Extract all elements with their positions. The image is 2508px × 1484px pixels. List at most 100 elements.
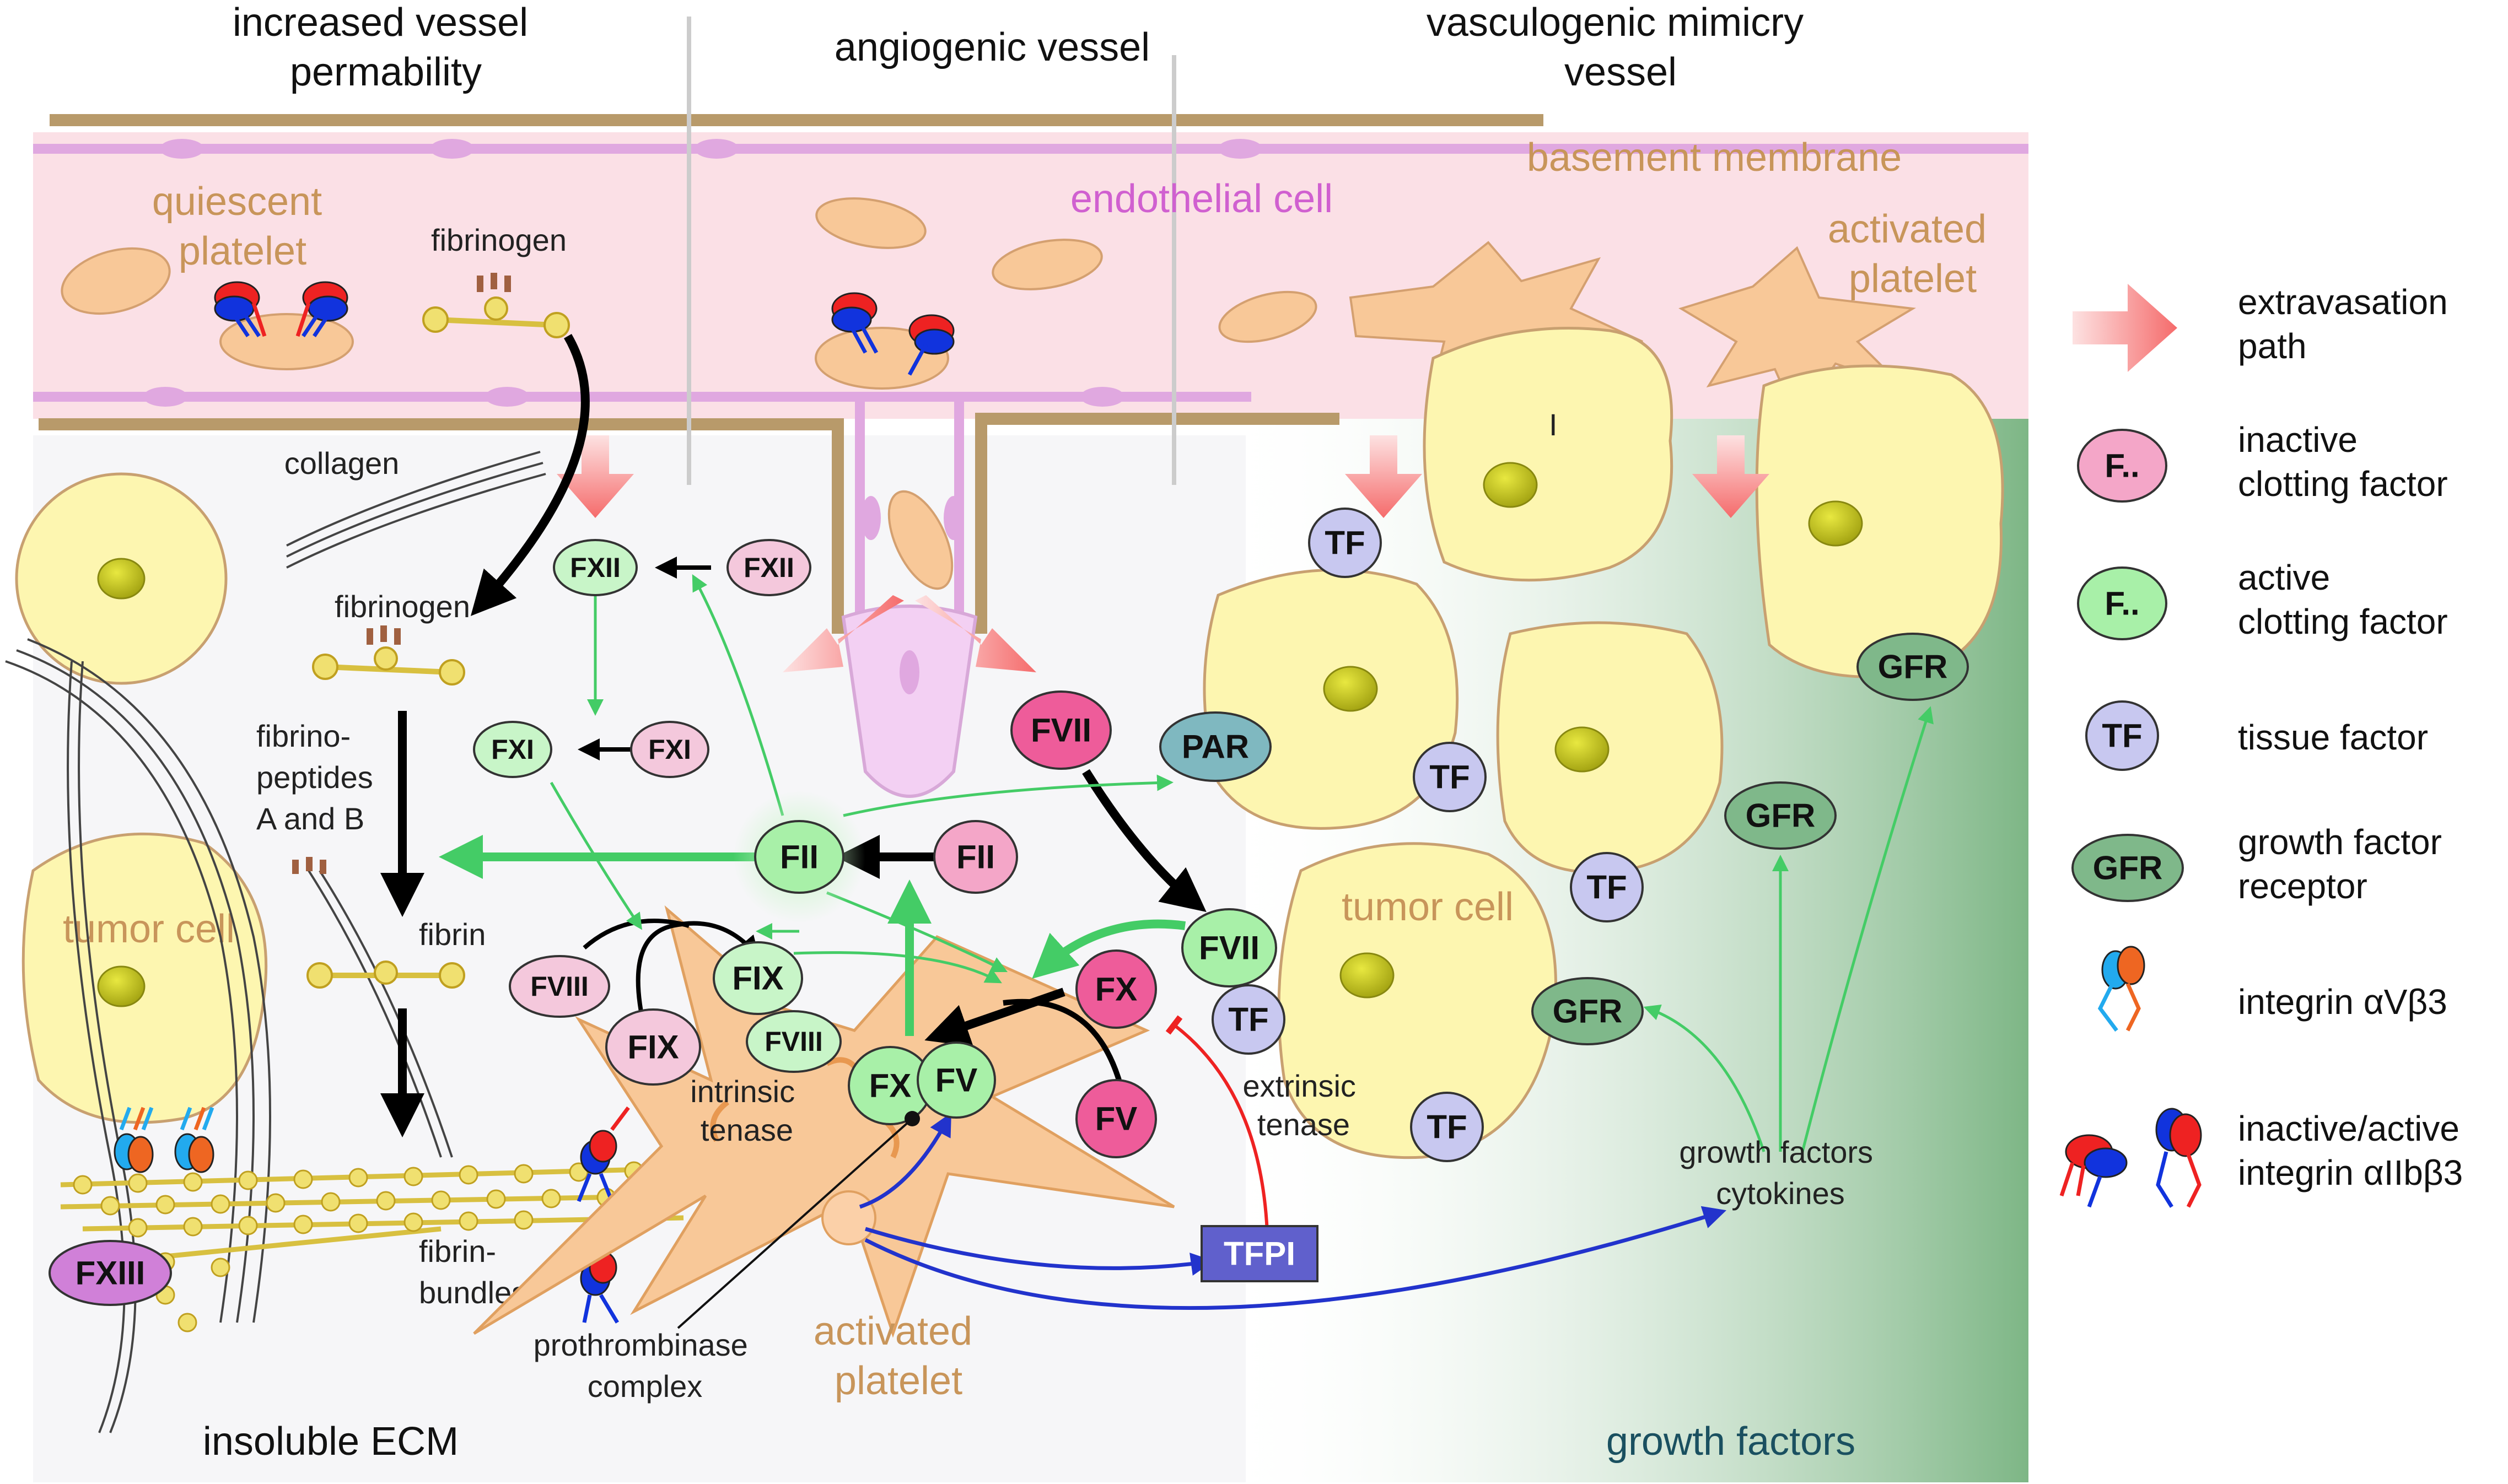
tumor-cells-right	[1203, 327, 2004, 1159]
legend-gfr-symbol	[2071, 834, 2184, 902]
fibrinogen-molecule-top	[422, 273, 570, 338]
svg-text:FIX: FIX	[627, 1029, 679, 1066]
svg-text:TF: TF	[1586, 869, 1627, 906]
svg-text:FXI: FXI	[648, 734, 691, 765]
integrin-avb3-icon	[114, 1107, 214, 1173]
quiescent-platelet-label: quiescent platelet	[152, 180, 333, 273]
fibrin-molecule	[306, 960, 465, 989]
legend-inactive-label: inactive clotting factor	[2238, 420, 2448, 504]
svg-text:GFR: GFR	[1878, 649, 1948, 686]
legend-gfr-label: growth factor receptor	[2238, 822, 2452, 906]
svg-text:FXII: FXII	[570, 552, 621, 583]
fibrin-bundle-beads	[73, 1161, 671, 1332]
svg-text:PAR: PAR	[1182, 728, 1249, 765]
marker-i: I	[1549, 407, 1558, 442]
svg-text:GFR: GFR	[1553, 993, 1623, 1030]
header-angiogenic-vessel: angiogenic vessel	[835, 25, 1150, 69]
endothelial-nuclei	[143, 139, 1262, 540]
gfr-labels: GFR GFR GFR	[1553, 649, 1948, 1030]
par-receptor: PAR	[1159, 711, 1272, 782]
black-arrows	[380, 333, 1207, 1137]
green-arrows	[439, 574, 1934, 1152]
tf-factors	[1212, 508, 1644, 1162]
growth-factors-cytokines-label: growth factors cytokines	[1679, 1135, 1881, 1211]
endothelial-cell-label: endothelial cell	[1070, 177, 1333, 221]
tumor-cell-nuclei-right	[1323, 462, 1863, 999]
factor-fxi-active: FXI	[473, 721, 552, 778]
integrin-aiibb3-icon	[214, 281, 955, 376]
factor-fviii-active: FVIII	[746, 1010, 842, 1073]
factor-fix-inactive: FIX	[605, 1008, 701, 1086]
legend-extravasation-arrow	[2073, 284, 2177, 372]
basement-membrane-bottom-right	[975, 413, 1339, 634]
factor-fii-active: FII	[754, 820, 844, 894]
intrinsic-tenase-label: intrinsic tenase	[690, 1074, 803, 1147]
factor-fvii-inactive: FVII	[1010, 690, 1112, 770]
legend-extravasation-label: extravasation path	[2238, 282, 2457, 366]
prothrombinase-pointer	[677, 1118, 913, 1329]
tip-cell-nucleus	[900, 650, 919, 694]
factor-fii-inactive: FII	[933, 820, 1018, 894]
svg-text:FXI: FXI	[491, 734, 534, 765]
legend-integrin-aiibb3-symbol	[2059, 1108, 2202, 1208]
factor-fxi-inactive: FXI	[630, 721, 709, 778]
gfr-receptors	[1531, 633, 1969, 1045]
factor-fx-inactive: FX	[1075, 949, 1157, 1029]
svg-text:FII: FII	[956, 839, 995, 876]
platelet-granule-large	[821, 1190, 876, 1245]
factor-fviii-inactive: FVIII	[509, 955, 610, 1018]
svg-text:FXIII: FXIII	[76, 1255, 146, 1292]
fibrinogen-label-top: fibrinogen	[431, 223, 567, 257]
legend-tf-symbol	[2085, 700, 2159, 771]
basement-membrane-bottom-left	[39, 418, 844, 634]
svg-text:FVII: FVII	[1199, 930, 1260, 967]
legend-inactive-symbol	[2077, 429, 2167, 503]
svg-text:FV: FV	[1095, 1100, 1138, 1137]
svg-text:FVIII: FVIII	[765, 1026, 823, 1057]
activated-platelet-bottom-label: activated platelet	[814, 1309, 983, 1403]
svg-text:FVII: FVII	[1031, 712, 1091, 749]
legend-active-symbol	[2077, 566, 2167, 640]
legend-integrin-avb3-label: integrin αVβ3	[2238, 982, 2447, 1022]
prothrombinase-label: prothrombinase complex	[534, 1327, 757, 1404]
svg-text:FV: FV	[935, 1062, 978, 1099]
header-vasculogenic-mimicry: vasculogenic mimicry vessel	[1427, 1, 1815, 94]
factor-fv-active: FV	[917, 1042, 996, 1119]
fibrinopeptides-label: fibrino- peptides A and B	[256, 719, 381, 836]
legend-integrin-aiibb3-label: inactive/active integrin αIIbβ3	[2238, 1109, 2469, 1192]
extrinsic-tenase-label: extrinsic tenase	[1243, 1069, 1365, 1142]
factor-fv-inactive: FV	[1075, 1079, 1157, 1158]
tfpi-box: TFPI	[1201, 1225, 1318, 1282]
collagen-label: collagen	[284, 446, 400, 481]
svg-text:FIX: FIX	[732, 960, 783, 997]
legend-tf-label: tissue factor	[2238, 717, 2428, 757]
tumor-cell-right-label: tumor cell	[1342, 885, 1514, 929]
fibrin-label: fibrin	[419, 917, 486, 952]
fibrinogen-label-mid: fibrinogen	[335, 589, 470, 624]
insoluble-ecm-label: insoluble ECM	[203, 1420, 459, 1464]
prothrombinase-dot	[905, 1111, 920, 1126]
factor-fxii-active: FXII	[553, 539, 638, 596]
tfpi-inhibition	[1165, 1015, 1269, 1257]
factor-fvii-active: FVII	[1181, 908, 1277, 987]
svg-text:FX: FX	[869, 1067, 912, 1104]
svg-text:TF: TF	[1429, 759, 1470, 796]
legend: extravasation path F.. inactive clotting…	[2059, 282, 2469, 1208]
svg-text:FVIII: FVIII	[530, 971, 589, 1002]
svg-text:TF: TF	[1427, 1109, 1467, 1146]
svg-text:TF: TF	[1325, 525, 1365, 562]
legend-integrin-avb3-symbol	[2097, 946, 2145, 1032]
svg-text:GFR: GFR	[1746, 797, 1816, 834]
svg-text:FII: FII	[780, 839, 819, 876]
svg-text:TF: TF	[2102, 717, 2142, 754]
activated-platelet-top-label: activated platelet	[1828, 207, 1998, 301]
tumor-cell-left-label: tumor cell	[63, 907, 235, 951]
blue-arrows	[859, 1112, 1727, 1310]
growth-factors-label: growth factors	[1606, 1420, 1855, 1464]
tf-factor-labels: TF TF TF TF TF	[1228, 525, 1627, 1146]
fxiii-factor: FXIII	[49, 1240, 172, 1306]
svg-text:TFPI: TFPI	[1224, 1235, 1295, 1272]
header-increased-vessel: increased vessel permability	[233, 1, 539, 94]
factor-fix-active: FIX	[713, 941, 803, 1015]
